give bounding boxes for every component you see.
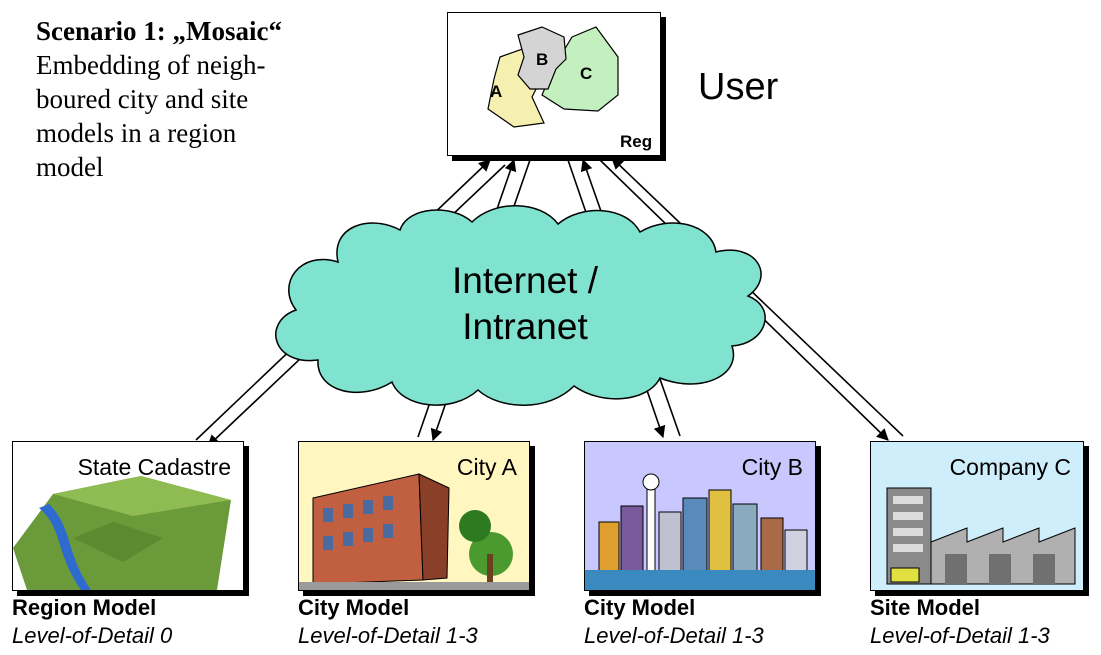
scenario-title: Scenario 1: „Mosaic“ <box>36 16 282 46</box>
network-cloud <box>275 205 766 406</box>
region-label: Reg <box>620 132 652 151</box>
terrain-illustration <box>13 476 231 590</box>
model-name-company-c: Site Model <box>870 595 981 620</box>
area-c-label: C <box>580 64 592 83</box>
building-illustration <box>299 473 529 590</box>
source-caption-company-c: Company C <box>949 454 1071 480</box>
source-label-region: Region Model Level-of-Detail 0 <box>12 594 172 650</box>
area-a-label: A <box>490 82 502 101</box>
lod-city-b: Level-of-Detail 1-3 <box>584 623 764 648</box>
network-label-line2: Intranet <box>462 306 588 347</box>
source-caption-city-b: City B <box>741 454 803 480</box>
factory-illustration <box>886 487 1076 585</box>
source-label-city-b: City Model Level-of-Detail 1-3 <box>584 594 764 650</box>
model-name-city-b: City Model <box>584 595 696 620</box>
user-map-frame: A B C Reg <box>447 12 661 156</box>
state-cadastre-frame: State Cadastre <box>12 441 244 591</box>
city-a-frame: City A <box>298 441 530 591</box>
model-name-region: Region Model <box>12 595 157 620</box>
model-name-city-a: City Model <box>298 595 410 620</box>
source-label-city-a: City Model Level-of-Detail 1-3 <box>298 594 478 650</box>
scenario-text: Scenario 1: „Mosaic“ Embedding of neigh-… <box>36 14 336 184</box>
source-label-company-c: Site Model Level-of-Detail 1-3 <box>870 594 1050 650</box>
scenario-description: Embedding of neigh-boured city and site … <box>36 50 266 182</box>
company-c-frame: Company C <box>870 441 1084 591</box>
area-b-label: B <box>536 50 548 69</box>
region-map: A B C Reg <box>487 26 652 151</box>
lod-company-c: Level-of-Detail 1-3 <box>870 623 1050 648</box>
user-label: User <box>698 66 779 108</box>
source-caption-cadastre: State Cadastre <box>77 454 231 480</box>
lod-region: Level-of-Detail 0 <box>12 623 173 648</box>
skyline-illustration <box>585 473 815 590</box>
network-label-line1: Internet / <box>451 260 599 301</box>
lod-city-a: Level-of-Detail 1-3 <box>298 623 478 648</box>
network-label: Internet / Intranet <box>405 258 645 350</box>
area-b-shape <box>517 26 567 90</box>
arrow-up-company-c <box>611 157 904 437</box>
city-b-frame: City B <box>584 441 816 591</box>
source-caption-city-a: City A <box>456 454 517 480</box>
